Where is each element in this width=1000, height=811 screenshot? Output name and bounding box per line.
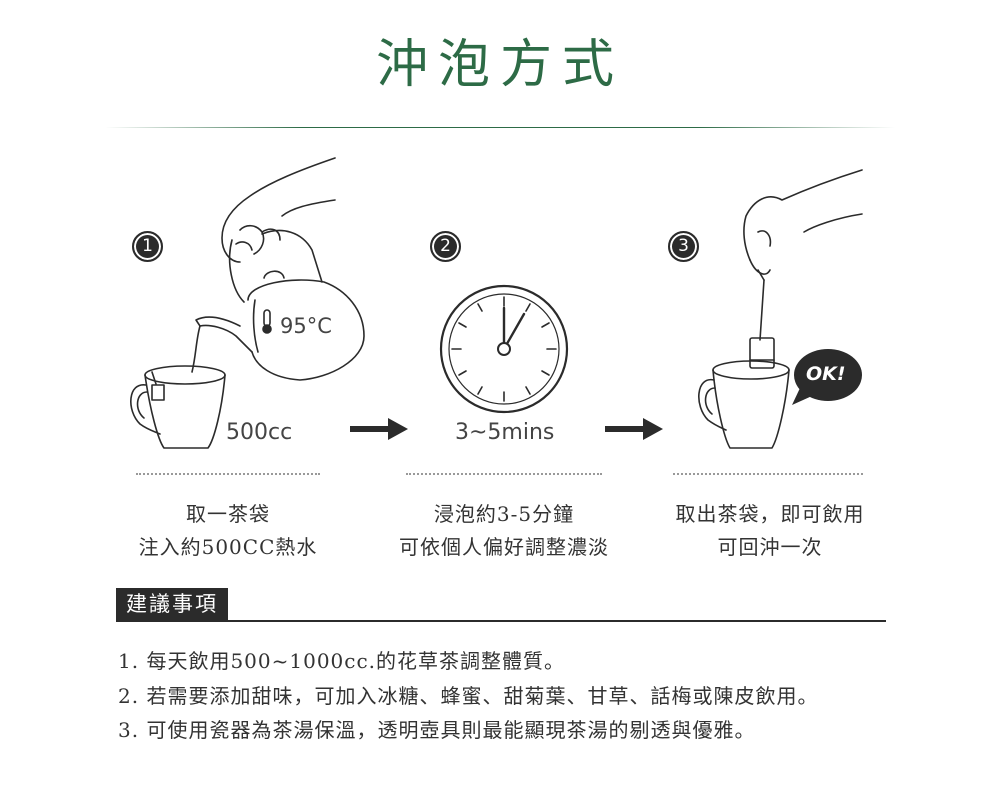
step-1-number: 1 (132, 231, 163, 262)
mug-icon (698, 360, 790, 449)
tip-item-1: 1. 每天飲用500~1000cc.的花草茶調整體質。 (118, 649, 566, 673)
step-3-divider (673, 473, 863, 475)
hand-icon (221, 157, 336, 263)
ok-bubble-icon (792, 349, 862, 405)
kettle-icon (195, 229, 365, 381)
step-2-line-2: 可依個人偏好調整濃淡 (399, 535, 609, 559)
ok-label: OK! (806, 363, 846, 385)
step-2-caption: 3~5mins (455, 420, 555, 445)
tea-bag-icon (749, 269, 775, 369)
step-2-instructions: 浸泡約3-5分鐘 可依個人偏好調整濃淡 (372, 498, 636, 564)
step-3-number: 3 (668, 231, 699, 262)
thermometer-icon (262, 309, 272, 334)
step-2-line-1: 浸泡約3-5分鐘 (433, 502, 575, 526)
tips-heading: 建議事項 (116, 588, 228, 621)
step-1-line-1: 取一茶袋 (186, 502, 270, 526)
step-3-line-1: 取出茶袋，即可飲用 (675, 502, 865, 526)
step-1-divider (136, 473, 320, 475)
step-3-line-2: 可回沖一次 (717, 535, 823, 559)
kettle-temperature: 95°C (280, 314, 332, 338)
title-divider (105, 127, 895, 128)
tip-item-2: 2. 若需要添加甜味，可加入冰糖、蜂蜜、甜菊葉、甘草、話梅或陳皮飲用。 (118, 684, 819, 708)
step-1-instructions: 取一茶袋 注入約500CC熱水 (110, 498, 346, 564)
tip-item-3: 3. 可使用瓷器為茶湯保溫，透明壺具則最能顯現茶湯的剔透與優雅。 (118, 718, 756, 742)
step-2-number: 2 (430, 231, 461, 262)
mug-icon (130, 365, 226, 449)
step-2-divider (406, 473, 602, 475)
step-1-line-2: 注入約500CC熱水 (138, 535, 318, 559)
step-3-instructions: 取出茶袋，即可飲用 可回沖一次 (650, 498, 890, 564)
water-stream (191, 325, 201, 373)
tips-divider (116, 620, 886, 622)
page-title: 沖泡方式 (375, 35, 624, 95)
tea-bag-icon (151, 371, 165, 401)
hand-icon (743, 169, 863, 275)
clock-icon (439, 284, 569, 414)
step-1-caption: 500cc (226, 420, 293, 445)
arrow-right-icon (605, 418, 663, 440)
arrow-right-icon (350, 418, 408, 440)
